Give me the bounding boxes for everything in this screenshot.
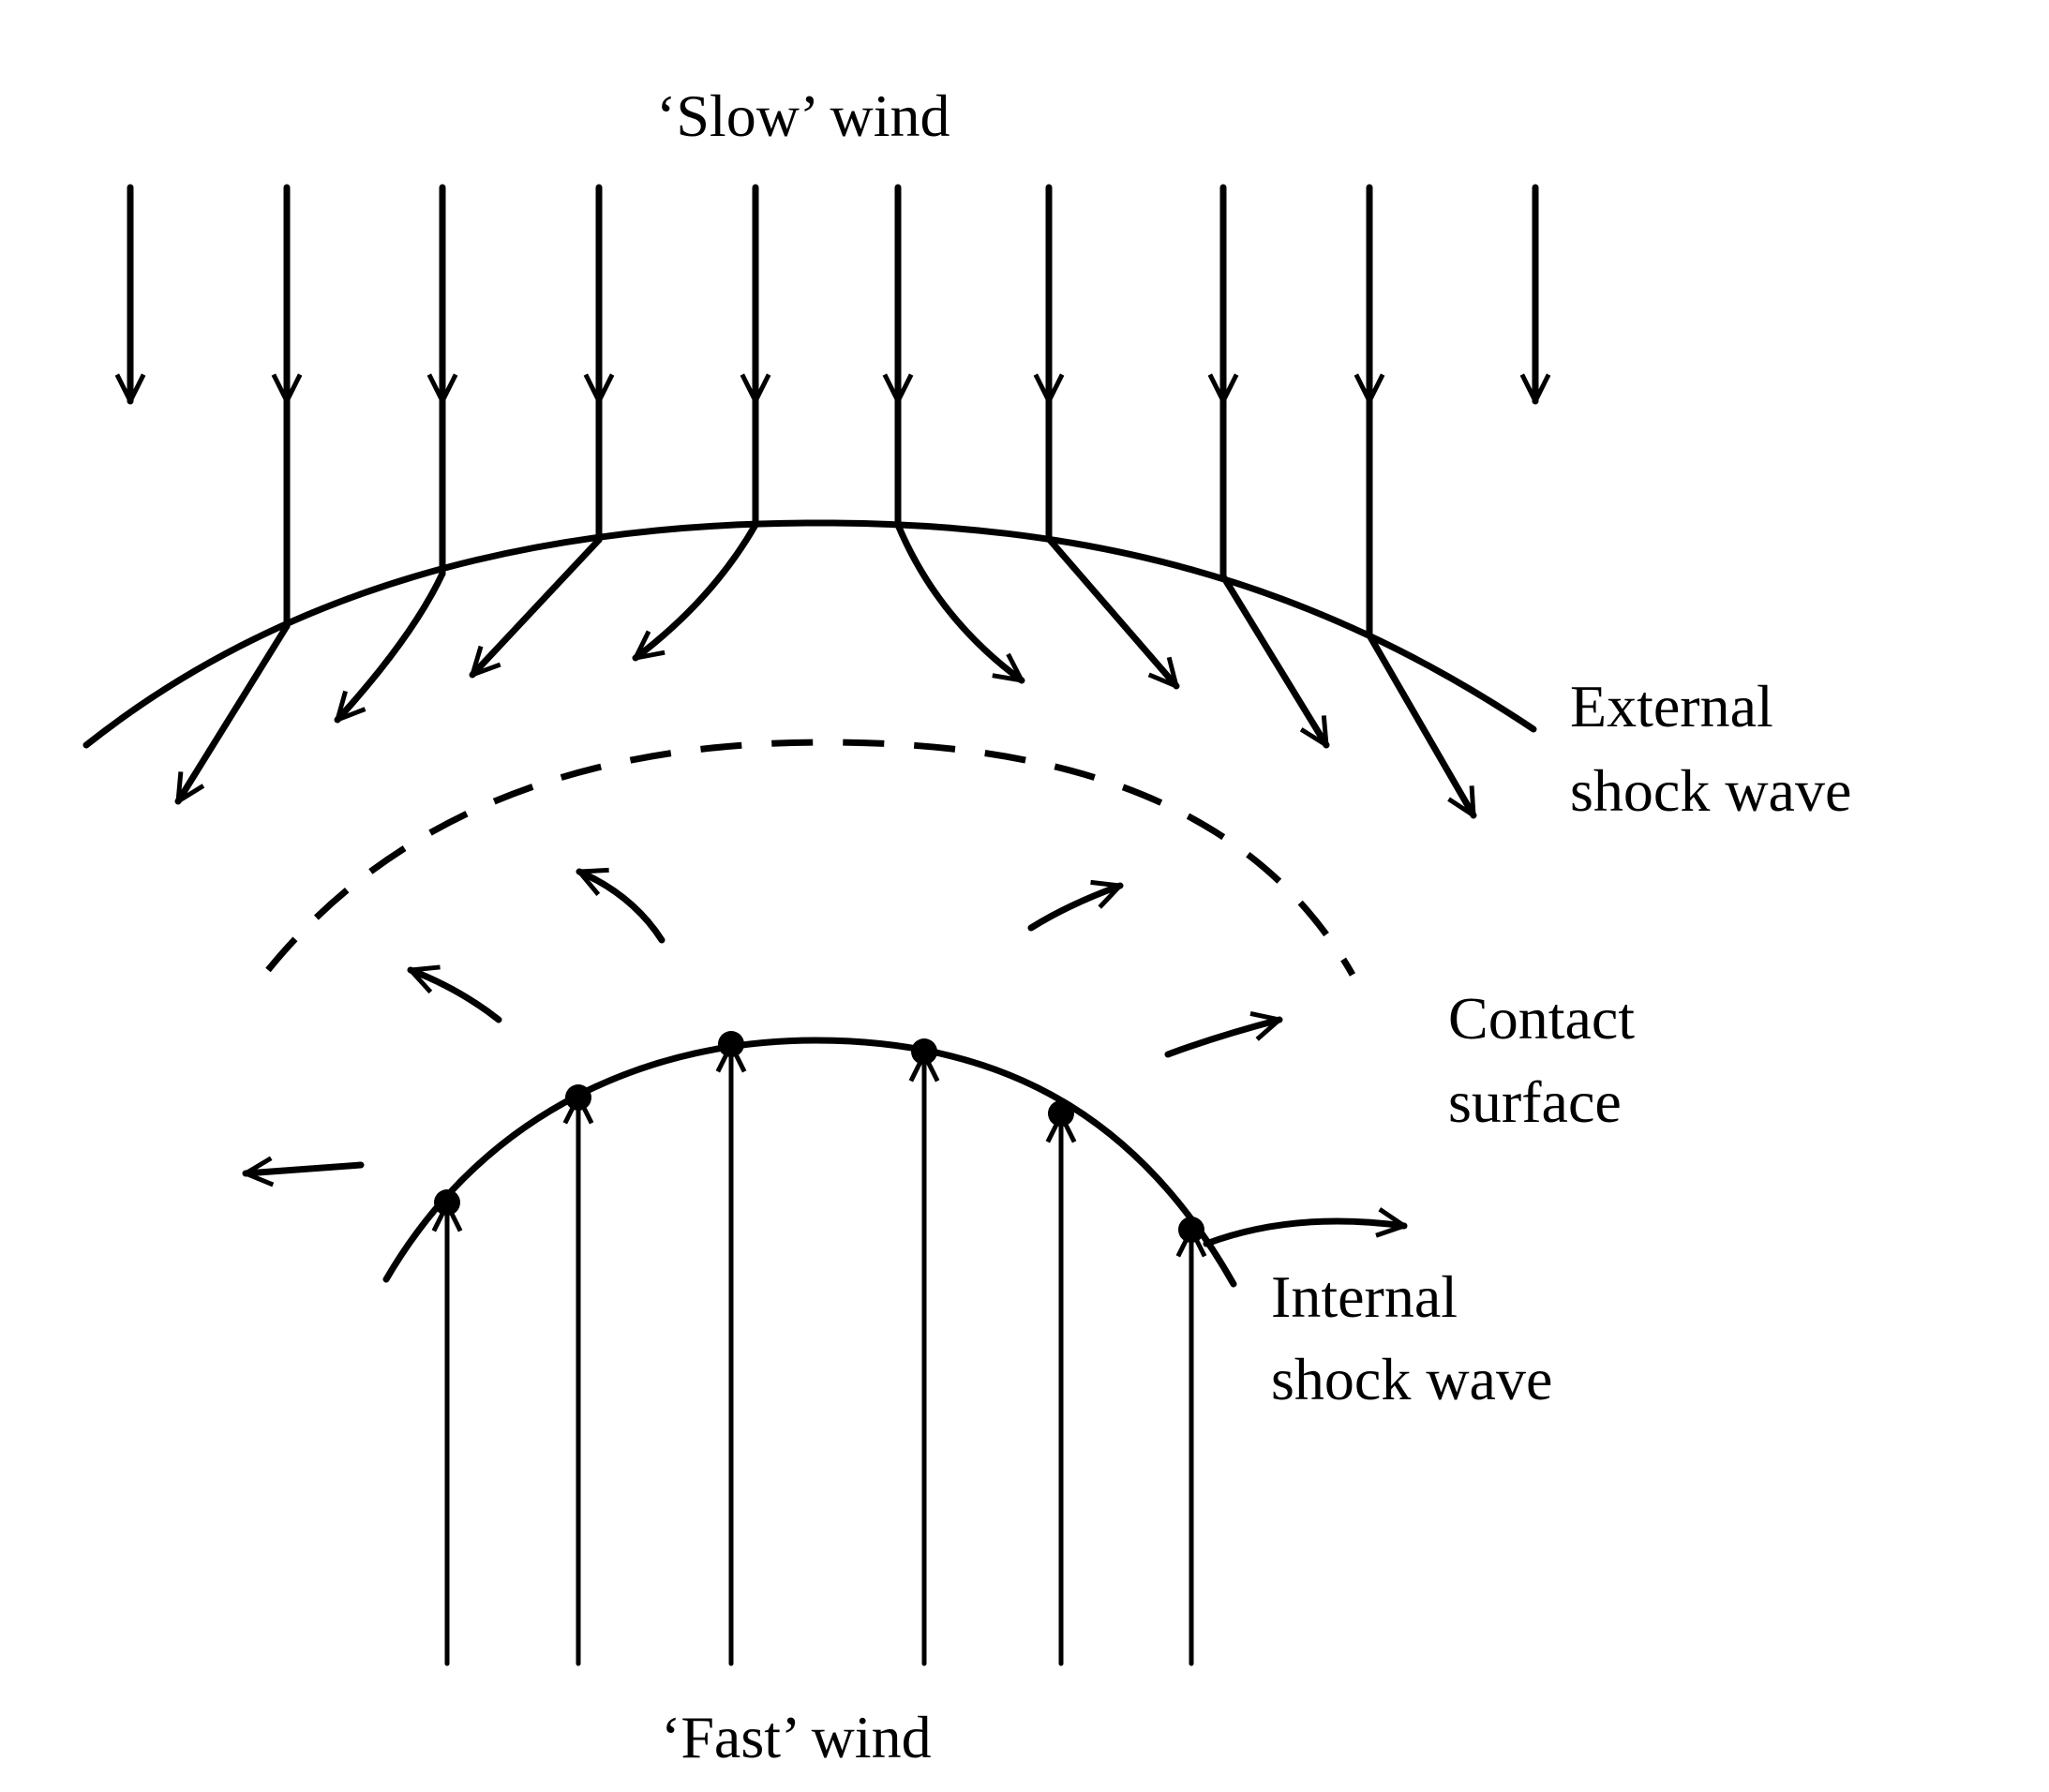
deflected-arrow	[1366, 632, 1477, 815]
contact-surface-label-line2: surface	[1448, 1068, 1622, 1135]
contact-surface-label-line1: Contact	[1448, 985, 1635, 1052]
fast-wind-arrows	[447, 1045, 1191, 1666]
deflected-flow-arrows	[174, 521, 1477, 815]
deflected-arrow	[1219, 573, 1330, 745]
slow-wind-arrows	[130, 184, 1535, 405]
intershock-arrow	[1027, 886, 1120, 932]
intershock-arrow	[1203, 1221, 1404, 1247]
deflected-arrow	[472, 536, 603, 675]
contact-surface-arc	[265, 739, 1356, 977]
internal-shock-contact-dots	[434, 1031, 1204, 1243]
intershock-arrow	[1164, 1020, 1279, 1058]
external-shock-wave-label-line2: shock wave	[1570, 757, 1851, 824]
deflected-arrow	[174, 622, 291, 801]
intershock-flow-arrows	[246, 872, 1404, 1247]
shock-contact-dot	[911, 1038, 937, 1065]
intershock-arrow	[246, 1165, 365, 1173]
shock-contact-dot	[565, 1084, 591, 1111]
external-shock-wave-arc	[82, 519, 1537, 749]
internal-shock-wave-label-line1: Internal	[1271, 1263, 1458, 1330]
shock-contact-dot	[718, 1031, 744, 1057]
deflected-arrow	[337, 570, 446, 720]
fast-wind-label: ‘Fast’ wind	[661, 1704, 932, 1770]
deflected-arrow	[1045, 535, 1176, 686]
internal-shock-wave-label-line2: shock wave	[1271, 1346, 1552, 1412]
intershock-arrow	[411, 970, 502, 1023]
intershock-arrow	[579, 872, 666, 944]
deflected-arrow	[636, 521, 759, 662]
internal-shock-wave-arc	[382, 1037, 1237, 1288]
shock-contact-dot	[1048, 1100, 1074, 1127]
external-shock-wave-label-line1: External	[1570, 673, 1773, 739]
shock-contact-dot	[1178, 1217, 1204, 1243]
shock-contact-dot	[434, 1189, 460, 1216]
slow-wind-label: ‘Slow’ wind	[656, 82, 950, 149]
slow-wind-connectors	[283, 390, 1373, 639]
deflected-arrow	[894, 521, 1022, 684]
